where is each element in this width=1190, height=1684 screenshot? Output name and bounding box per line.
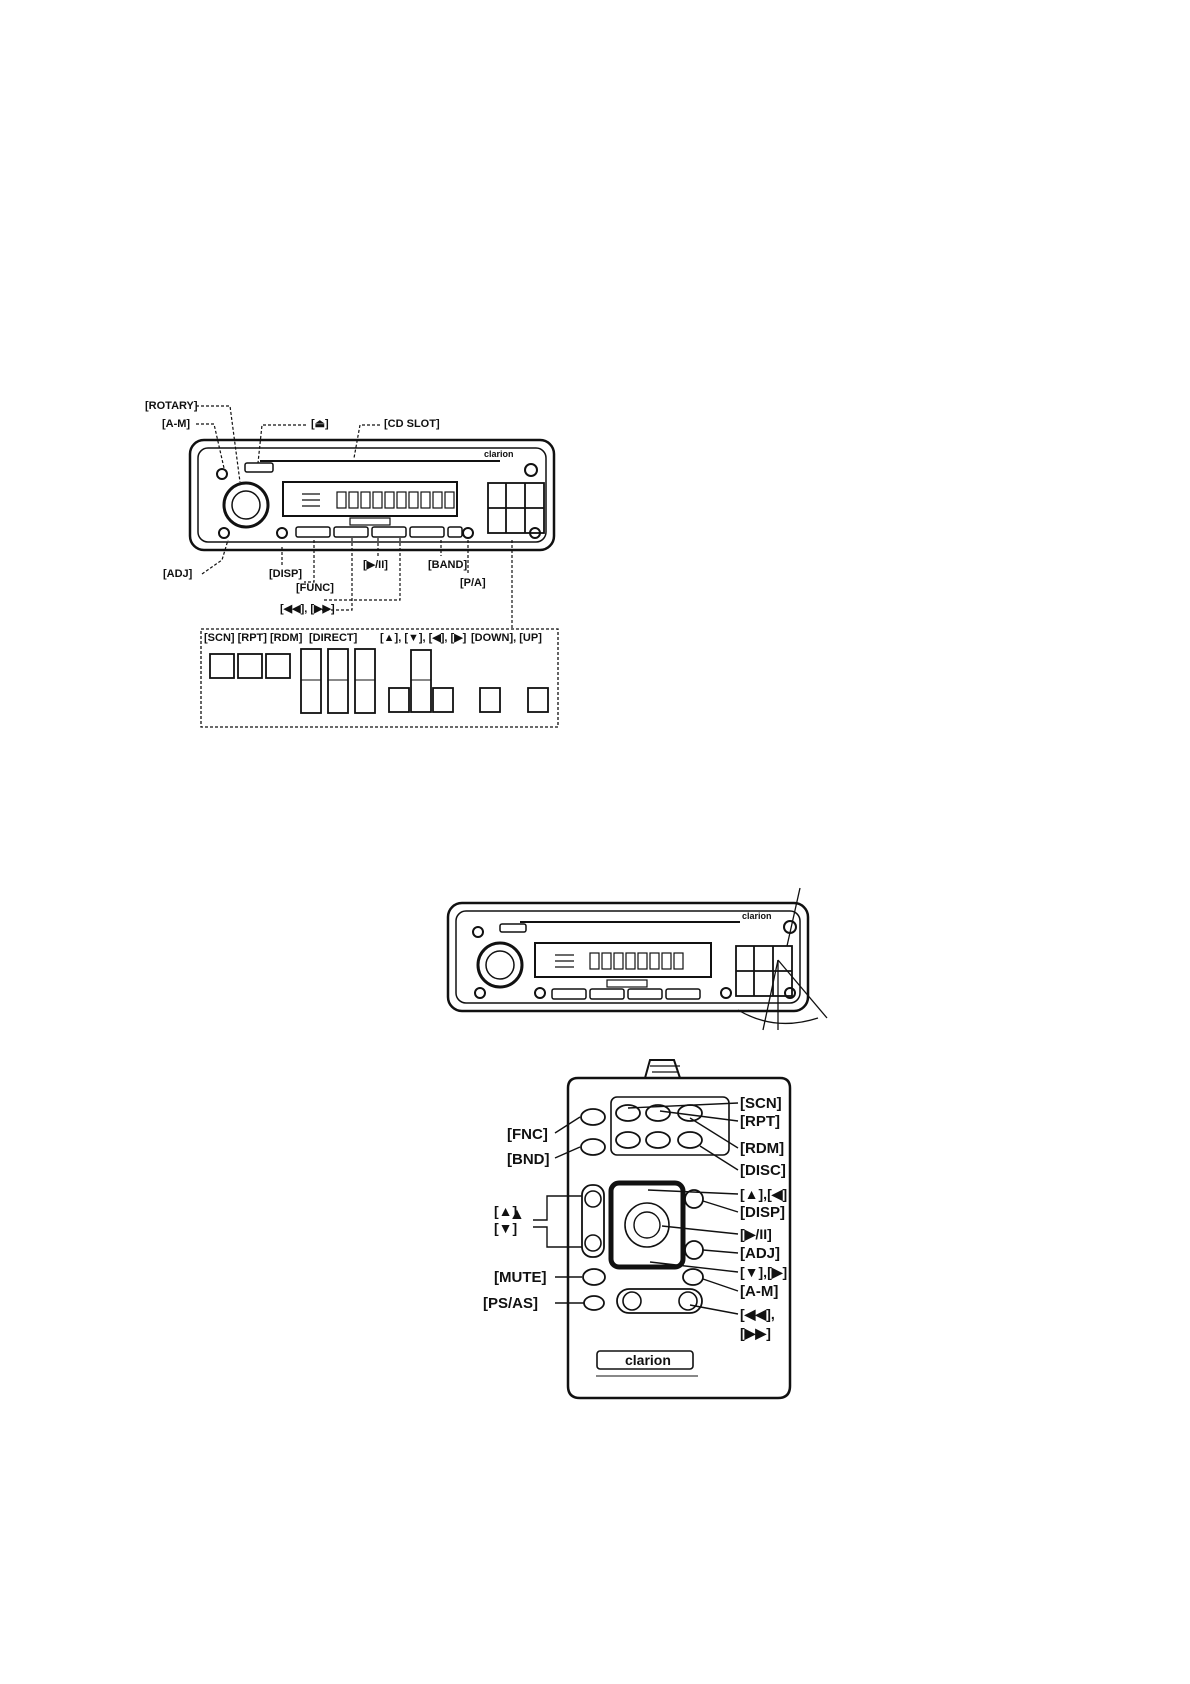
label-rotary: [ROTARY] [145, 400, 198, 412]
main-unit-faceplate [188, 438, 556, 552]
remote-control [566, 1059, 792, 1400]
main-unit-sensor-view [446, 887, 828, 1031]
button-detail-panel [200, 628, 559, 728]
label-func: [FUNC] [296, 582, 334, 594]
brand-logo-top: clarion [484, 449, 514, 459]
label-fnc: [FNC] [507, 1126, 548, 1143]
remote-up-glyph: ▲ [509, 1206, 525, 1223]
label-rpt: [RPT] [740, 1113, 780, 1130]
label-down-right: [▼],[▶] [740, 1264, 788, 1280]
label-rdm: [RDM] [740, 1140, 785, 1157]
eject-button [244, 462, 274, 473]
preset-button-block [487, 482, 545, 534]
label-adj: [ADJ] [163, 568, 193, 580]
label-disc: [DISC] [740, 1162, 786, 1179]
label-track: [◀◀], [▶▶] [280, 603, 335, 615]
rotary-knob [222, 481, 270, 529]
label-volume-up: [▲] [494, 1203, 518, 1219]
label-arrows: [▲], [▼], [◀], [▶] [380, 632, 467, 644]
label-pa: [P/A] [460, 577, 486, 589]
label-scn-rpt-rdm: [SCN] [RPT] [RDM] [204, 632, 303, 644]
label-cd-slot: [CD SLOT] [384, 418, 440, 430]
label-psas: [PS/AS] [483, 1295, 539, 1312]
label-play-pause-remote: [▶/II] [740, 1226, 772, 1242]
label-bnd: [BND] [507, 1151, 550, 1168]
label-am: [A-M] [162, 418, 191, 430]
label-up-left: [▲],[◀] [740, 1186, 788, 1202]
brand-logo-remote: clarion [625, 1352, 671, 1368]
label-mute: [MUTE] [494, 1269, 547, 1286]
label-prev: [◀◀], [740, 1306, 775, 1322]
label-direct: [DIRECT] [309, 632, 358, 644]
label-scn: [SCN] [740, 1095, 782, 1112]
label-next: [▶▶] [740, 1325, 771, 1341]
label-disp-remote: [DISP] [740, 1204, 785, 1221]
label-eject: [⏏] [311, 418, 329, 430]
label-band: [BAND] [428, 559, 468, 571]
display [282, 481, 458, 517]
label-am-remote: [A-M] [740, 1283, 779, 1300]
label-disp: [DISP] [269, 568, 302, 580]
label-volume-down: [▼] [494, 1220, 518, 1236]
brand-logo-middle: clarion [742, 911, 772, 921]
label-adj-remote: [ADJ] [740, 1245, 780, 1262]
label-play-pause: [▶/II] [363, 559, 388, 571]
label-down-up: [DOWN], [UP] [471, 632, 542, 644]
